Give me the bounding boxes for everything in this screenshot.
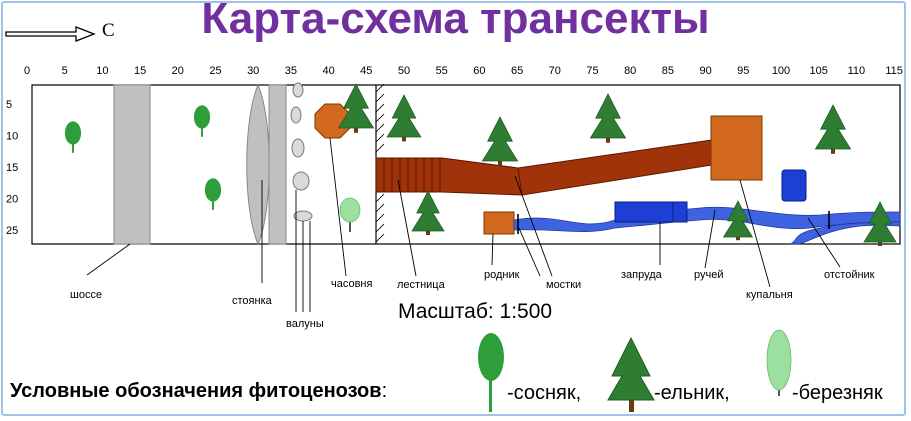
label-bath: купальня: [746, 289, 793, 301]
stairs: [383, 158, 523, 196]
x-tick-label: 30: [247, 65, 259, 77]
spruce-tree-icon: [589, 93, 627, 143]
bath-house: [710, 115, 763, 181]
pine-tree-icon: [204, 178, 222, 210]
spruce-tree-icon: [481, 116, 519, 166]
legend-birch-icon: [766, 329, 792, 396]
x-tick-label: 100: [772, 65, 790, 77]
y-tick-label: 20: [6, 194, 18, 206]
legend-birch-label: -березняк: [792, 382, 883, 404]
north-label: С: [102, 20, 115, 41]
stream: [513, 206, 901, 245]
legend-pine-icon: [478, 333, 504, 412]
legend-pine-label: -сосняк,: [507, 382, 582, 404]
spruce-tree-icon: [722, 200, 754, 241]
x-tick-label: 0: [24, 65, 30, 77]
leader-lines: [86, 137, 841, 312]
x-tick-label: 25: [209, 65, 221, 77]
x-tick-label: 75: [586, 65, 598, 77]
y-tick-label: 5: [6, 99, 12, 111]
x-tick-label: 60: [473, 65, 485, 77]
x-axis-ticks: 0 5 10 15 20 25 30 35 40 45 50 55 60 65 70 75 80 85 90 95 10…: [24, 65, 903, 77]
x-tick-label: 15: [134, 65, 146, 77]
x-tick-label: 105: [810, 65, 828, 77]
legend-title: Условные обозначения фитоценозов:: [10, 380, 388, 402]
x-tick-label: 85: [662, 65, 674, 77]
pine-tree-icon: [193, 105, 211, 137]
slide-frame: [1, 1, 906, 416]
y-tick-label: 10: [6, 131, 18, 143]
x-tick-label: 50: [398, 65, 410, 77]
x-tick-label: 10: [96, 65, 108, 77]
label-highway: шоссе: [70, 289, 102, 301]
legend-spruce-label: -ельник,: [654, 382, 730, 404]
label-chapel: часовня: [331, 278, 373, 290]
x-tick-label: 110: [848, 65, 866, 77]
trees: [64, 83, 897, 246]
x-tick-label: 35: [285, 65, 297, 77]
scale-label: Масштаб: 1:500: [398, 300, 553, 323]
x-tick-label: 45: [360, 65, 372, 77]
boulders: [290, 82, 313, 222]
parking-area: [246, 83, 270, 246]
birch-tree-icon: [339, 197, 361, 232]
spruce-tree-icon: [863, 201, 897, 246]
north-arrow-icon: [5, 26, 96, 42]
x-tick-label: 80: [624, 65, 636, 77]
x-tick-label: 55: [436, 65, 448, 77]
chapel-octagon: [314, 103, 351, 139]
label-boulders: валуны: [286, 318, 324, 330]
spruce-tree-icon: [814, 104, 852, 154]
label-settler: отстойник: [824, 269, 875, 281]
label-stairs: лестница: [397, 279, 446, 291]
y-tick-label: 25: [6, 225, 18, 237]
spruce-tree-icon: [337, 83, 375, 133]
page-title: Карта-схема трансекты: [201, 0, 710, 43]
highway-strip: [113, 84, 151, 245]
spring: [483, 211, 515, 235]
x-tick-label: 95: [737, 65, 749, 77]
label-parking: стоянка: [232, 295, 273, 307]
y-tick-label: 15: [6, 162, 18, 174]
label-spring: родник: [484, 269, 520, 281]
dam: [614, 201, 688, 223]
spruce-tree-icon: [411, 190, 445, 235]
x-tick-label: 90: [699, 65, 711, 77]
y-axis-ticks: 5 10 15 20 25: [6, 99, 18, 237]
x-tick-label: 40: [322, 65, 334, 77]
x-tick-label: 70: [549, 65, 561, 77]
label-bridges: мостки: [546, 279, 581, 291]
legend-spruce-icon: [607, 336, 655, 412]
pine-tree-icon: [64, 121, 82, 153]
x-tick-label: 5: [62, 65, 68, 77]
parking-strip: [268, 84, 287, 245]
spruce-tree-icon: [386, 94, 422, 142]
x-tick-label: 65: [511, 65, 523, 77]
x-tick-label: 20: [172, 65, 184, 77]
label-dam: запруда: [621, 269, 663, 281]
x-tick-label: 115: [885, 65, 903, 77]
label-stream: ручей: [694, 269, 724, 281]
pool: [781, 169, 807, 202]
